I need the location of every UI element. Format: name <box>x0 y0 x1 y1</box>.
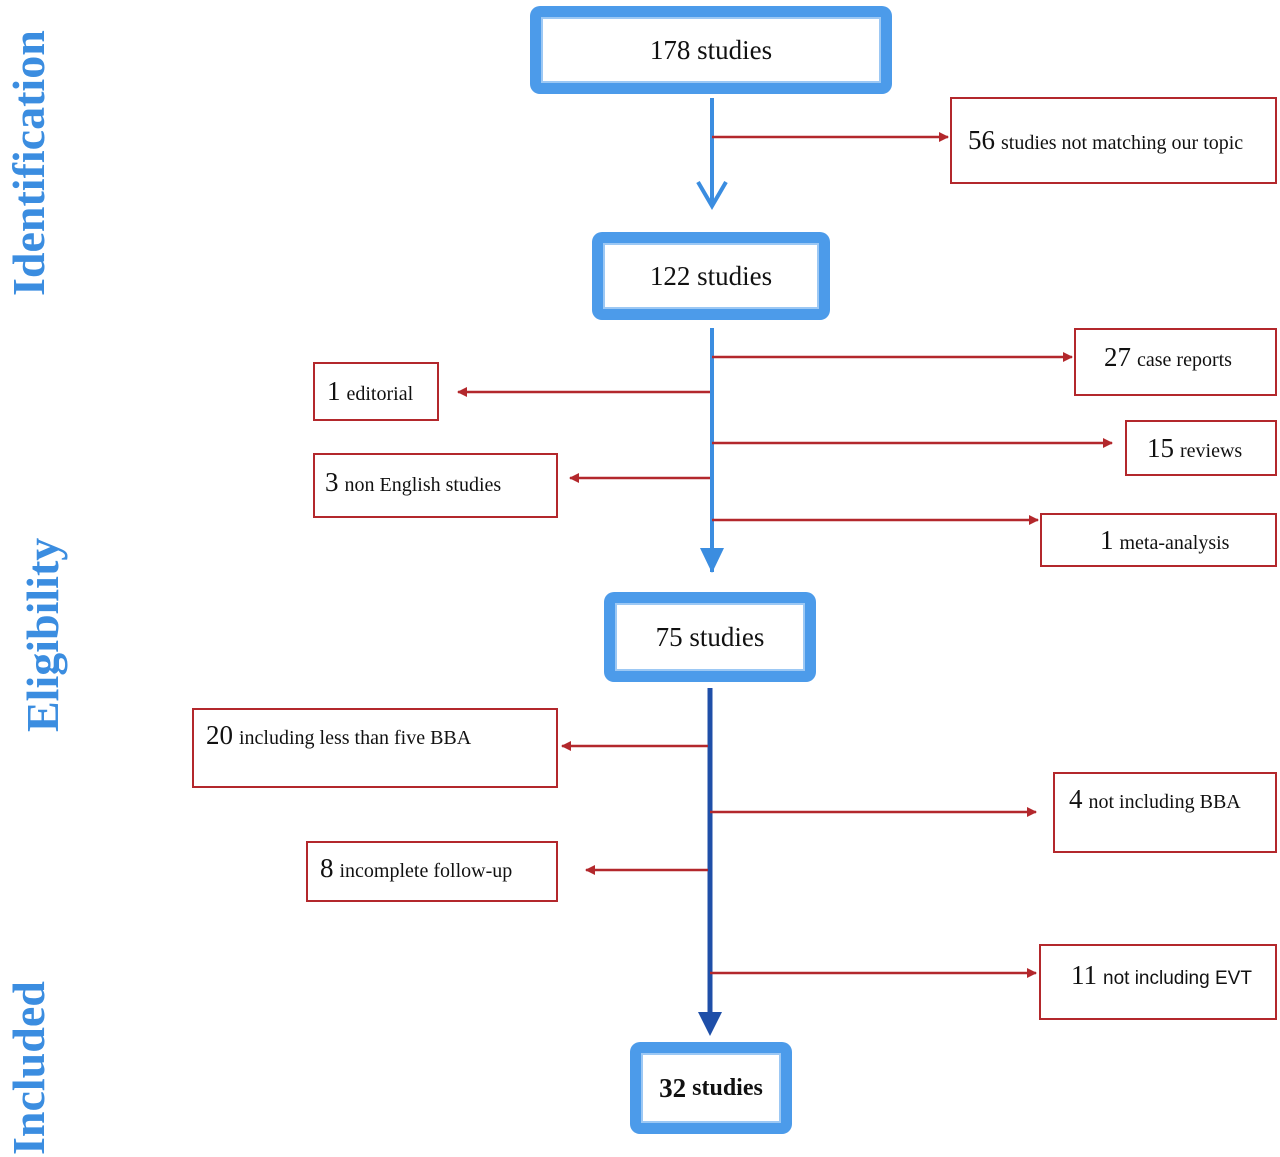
exclusion-8-label: incomplete follow-up <box>339 860 513 882</box>
exclusion-4-count: 4 <box>1069 784 1083 814</box>
exclusion-15-count: 15 <box>1147 433 1174 463</box>
exclusion-3-count: 3 <box>325 467 339 497</box>
exclusion-11-count: 11 <box>1071 960 1097 990</box>
exclusion-11-label: not including EVT <box>1103 968 1252 989</box>
exclusion-editorial-label: editorial <box>346 383 414 405</box>
exclusion-56-label: studies not matching our topic <box>1001 132 1244 154</box>
exclusion-3-label: non English studies <box>344 474 502 496</box>
box-32-label: studies <box>692 1074 763 1101</box>
box-32-studies: 32 studies <box>630 1042 792 1134</box>
box-122-studies: 122 studies <box>592 232 830 320</box>
exclusion-8-count: 8 <box>320 853 334 883</box>
box-178-label: 178 studies <box>649 34 773 65</box>
box-32-number: 32 <box>659 1072 687 1103</box>
box-122-label: 122 studies <box>649 260 773 291</box>
exclusion-meta-count: 1 <box>1100 525 1114 555</box>
stage-identification: Identification <box>3 30 54 296</box>
exclusion-4-label: not including BBA <box>1088 791 1241 813</box>
box-75-label: 75 studies <box>655 621 765 652</box>
exclusion-meta-label: meta-analysis <box>1119 532 1230 554</box>
box-75-studies: 75 studies <box>604 592 816 682</box>
exclusion-11: 11 not including EVT <box>1039 944 1277 1020</box>
exclusion-20: 20 including less than five BBA <box>192 708 558 788</box>
exclusion-56: 56 studies not matching our topic <box>950 97 1277 184</box>
exclusion-20-label: including less than five BBA <box>239 727 472 749</box>
exclusion-15: 15 reviews <box>1125 420 1277 476</box>
exclusion-editorial-count: 1 <box>327 376 341 406</box>
exclusion-27-count: 27 <box>1104 342 1131 372</box>
exclusion-20-count: 20 <box>206 720 233 750</box>
exclusion-27: 27 case reports <box>1074 328 1277 396</box>
exclusion-27-label: case reports <box>1137 349 1232 371</box>
exclusion-56-count: 56 <box>968 125 995 155</box>
stage-eligibility: Eligibility <box>17 537 68 732</box>
box-178-studies: 178 studies <box>530 6 892 94</box>
arrow-122-to-75 <box>700 328 724 573</box>
stage-included: Included <box>3 981 54 1155</box>
exclusion-15-label: reviews <box>1180 440 1243 462</box>
arrow-75-to-32 <box>698 688 722 1036</box>
arrow-178-to-122 <box>696 98 728 210</box>
